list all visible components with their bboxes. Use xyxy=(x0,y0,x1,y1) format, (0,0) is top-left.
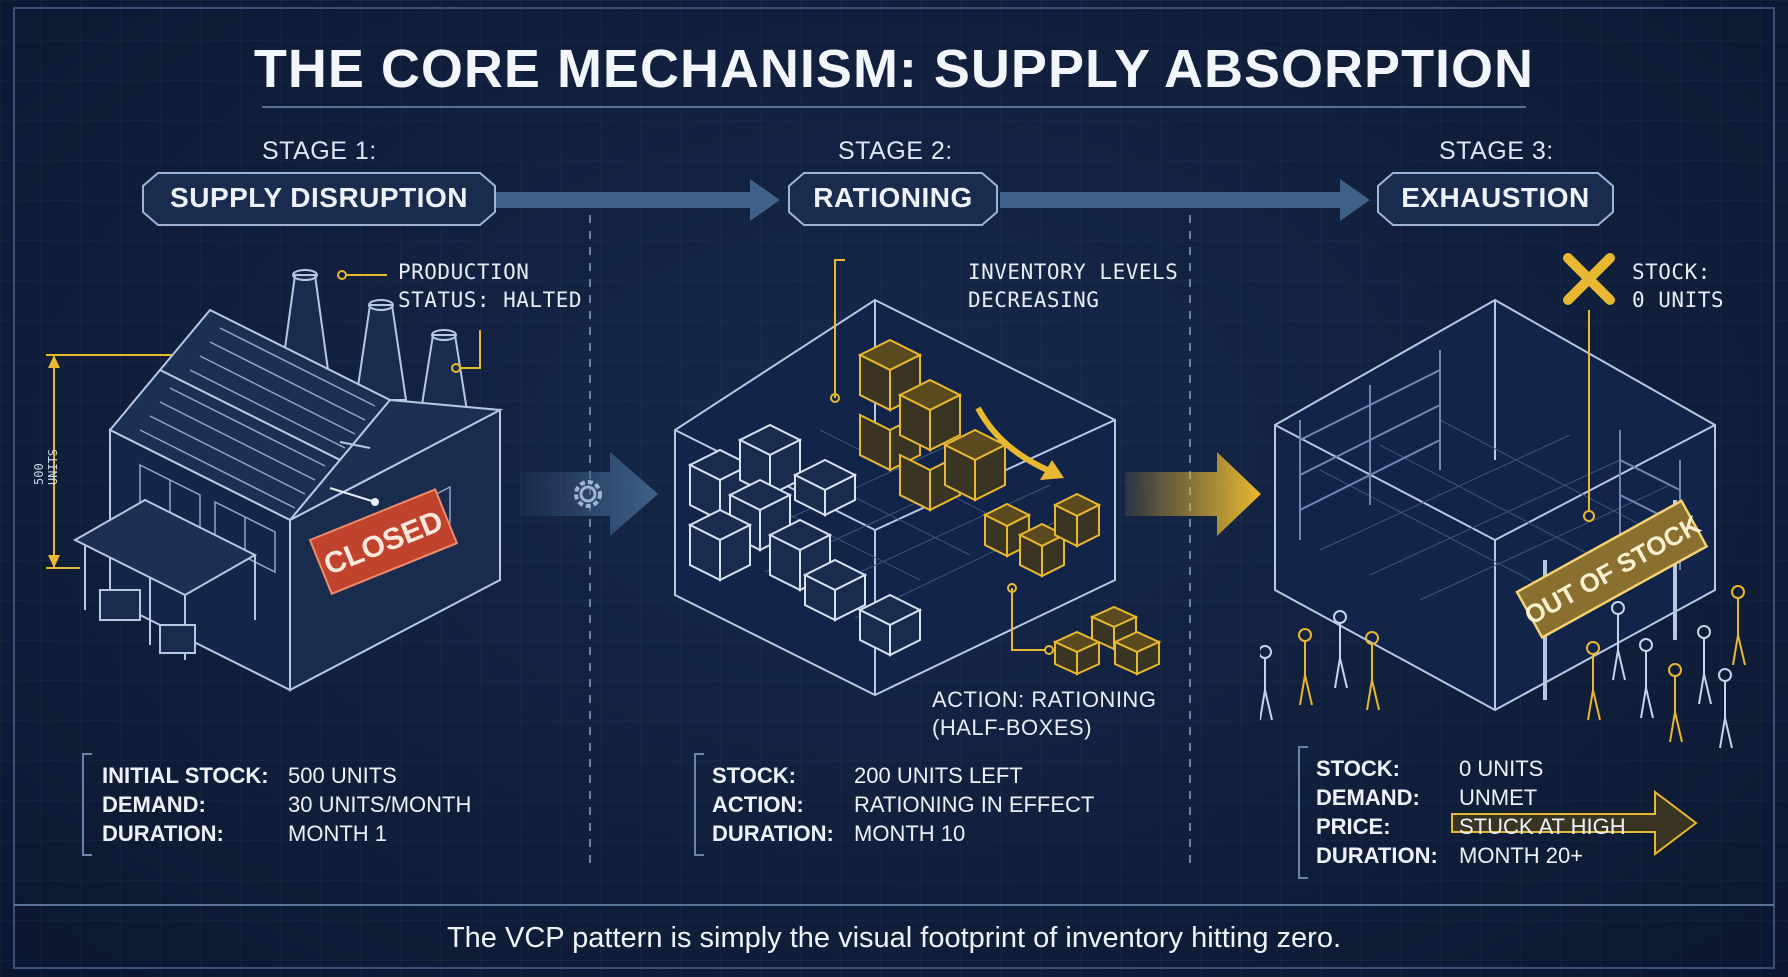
stats-bracket xyxy=(1298,746,1308,879)
callout-line: STOCK: xyxy=(1632,260,1711,284)
stat-value: MONTH 10 xyxy=(854,821,966,846)
stage-1-stats: INITIAL STOCK: 500 UNITS DEMAND: 30 UNITS/… xyxy=(102,761,471,848)
factory-icon: CLOSED xyxy=(46,269,504,692)
stat-row: DURATION: MONTH 20+ xyxy=(1316,841,1626,870)
stat-key: DEMAND: xyxy=(102,792,206,817)
stat-key: STOCK: xyxy=(712,763,796,788)
gold-transition-arrow xyxy=(1125,452,1261,536)
stat-row: ACTION: RATIONING IN EFFECT xyxy=(712,790,1094,819)
stat-value: UNMET xyxy=(1459,785,1538,810)
stat-row: STOCK: 200 UNITS LEFT xyxy=(712,761,1094,790)
stat-value: MONTH 1 xyxy=(288,821,387,846)
empty-warehouse-icon: OUT OF STOCK xyxy=(1260,253,1746,749)
stage-1-title: SUPPLY DISRUPTION xyxy=(170,182,468,213)
stat-key: DEMAND: xyxy=(1316,785,1420,810)
stats-bracket xyxy=(82,753,92,856)
stage-1-label: STAGE 1: xyxy=(262,137,377,165)
stat-value: 0 UNITS xyxy=(1459,756,1544,781)
stat-row: DEMAND: 30 UNITS/MONTH xyxy=(102,790,471,819)
stat-row: STOCK: 0 UNITS xyxy=(1316,754,1626,783)
person-icon xyxy=(1260,585,1746,749)
callout-line: STATUS: HALTED xyxy=(398,288,583,312)
warehouse-icon xyxy=(674,259,1116,697)
stage-2-title: RATIONING xyxy=(813,182,973,213)
callout-line: 0 UNITS xyxy=(1632,288,1725,312)
blue-transition-arrow xyxy=(520,452,658,536)
stage-2-stats: STOCK: 200 UNITS LEFT ACTION: RATIONING IN… xyxy=(712,761,1094,848)
stat-key: STOCK: xyxy=(1316,756,1400,781)
stat-row: DEMAND: UNMET xyxy=(1316,783,1626,812)
stat-value: 200 UNITS LEFT xyxy=(854,763,1023,788)
callout-line: INVENTORY LEVELS xyxy=(968,260,1179,284)
stat-value: STUCK AT HIGH xyxy=(1459,814,1626,839)
callout-line: PRODUCTION xyxy=(398,260,530,284)
callout-line: DECREASING xyxy=(968,288,1100,312)
stat-value: 30 UNITS/MONTH xyxy=(288,792,472,817)
stat-value: 500 UNITS xyxy=(288,763,397,788)
stats-bracket xyxy=(694,753,704,856)
stage-3-title: EXHAUSTION xyxy=(1401,182,1590,213)
callout-line: ACTION: RATIONING xyxy=(932,687,1157,712)
stat-value: RATIONING IN EFFECT xyxy=(854,792,1095,817)
inventory-callout: INVENTORY LEVELS DECREASING xyxy=(968,258,1178,314)
stat-key: DURATION: xyxy=(712,821,834,846)
stat-row: INITIAL STOCK: 500 UNITS xyxy=(102,761,471,790)
half-boxes xyxy=(1007,583,1162,676)
stat-key: DURATION: xyxy=(102,821,224,846)
footer-caption: The VCP pattern is simply the visual foo… xyxy=(446,922,1342,954)
production-status-callout: PRODUCTION STATUS: HALTED xyxy=(398,258,582,314)
x-mark-icon xyxy=(1563,253,1615,305)
gold-crate-stack xyxy=(857,338,1102,578)
dimension-label: 500 UNITS xyxy=(32,448,60,485)
stat-key: PRICE: xyxy=(1316,814,1391,839)
callout-line: (HALF-BOXES) xyxy=(932,715,1093,740)
stat-key: DURATION: xyxy=(1316,843,1438,868)
stat-key: ACTION: xyxy=(712,792,804,817)
stat-row: DURATION: MONTH 1 xyxy=(102,819,471,848)
stat-value: MONTH 20+ xyxy=(1459,843,1584,868)
stat-row: PRICE: STUCK AT HIGH xyxy=(1316,812,1626,841)
stat-key: INITIAL STOCK: xyxy=(102,763,269,788)
stock-zero-callout: STOCK: 0 UNITS xyxy=(1632,258,1724,314)
stage-2-label: STAGE 2: xyxy=(838,137,953,165)
page-title: THE CORE MECHANISM: SUPPLY ABSORPTION xyxy=(253,39,1535,99)
stat-row: DURATION: MONTH 10 xyxy=(712,819,1094,848)
crate-icon xyxy=(687,423,923,657)
stage-3-label: STAGE 3: xyxy=(1439,137,1554,165)
price-highlight-arrow xyxy=(1451,790,1698,856)
rationing-callout: ACTION: RATIONING (HALF-BOXES) xyxy=(932,686,1156,742)
gear-icon xyxy=(574,480,602,508)
stage-3-stats: STOCK: 0 UNITS DEMAND: UNMET PRICE: STUCK A… xyxy=(1316,754,1626,870)
